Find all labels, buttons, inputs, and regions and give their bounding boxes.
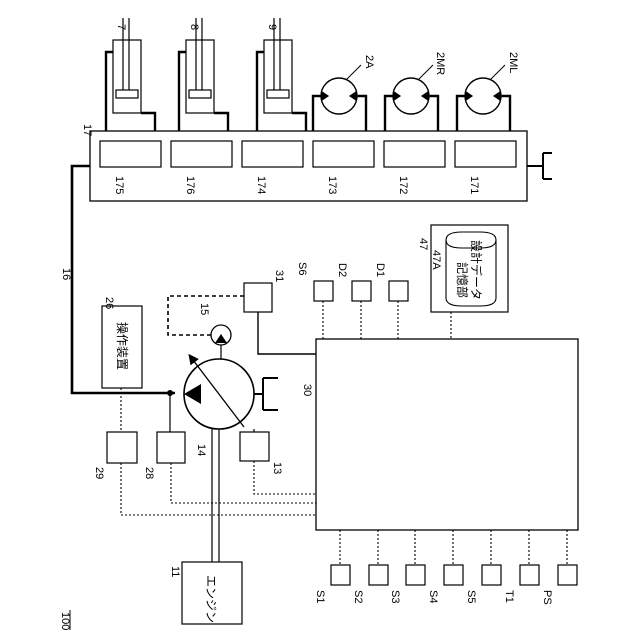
left-travel-motor (457, 65, 510, 131)
label-sensor-13: 13 (271, 462, 283, 474)
sensor-box-ps (558, 565, 577, 585)
label-cylinder-7: 7 (115, 24, 127, 30)
label-sensor-s1: S1 (314, 590, 326, 603)
label-sensor-s2: S2 (352, 590, 364, 603)
label-valve-172: 172 (397, 176, 409, 194)
sensor-box-s3 (406, 565, 425, 585)
sensor-31-box (244, 283, 272, 312)
label-sensor-d2: D2 (336, 263, 348, 277)
sensor-13-box (240, 432, 269, 461)
label-sensor-29: 29 (93, 467, 105, 479)
sensor-box-s5 (482, 565, 501, 585)
valve-171 (455, 141, 516, 167)
figure-number: 100 (59, 612, 71, 630)
sensor-box-t1 (520, 565, 539, 585)
label-valve-175: 175 (113, 176, 125, 194)
label-sensor-31: 31 (273, 270, 285, 282)
sensor-28-box (157, 432, 185, 463)
bucket-cylinder (257, 18, 306, 131)
sensor-box-s1 (331, 565, 350, 585)
label-storage-47: 47 (417, 238, 429, 250)
sensor-box-s2 (369, 565, 388, 585)
label-engine-11: 11 (169, 566, 181, 577)
label-motor-2ml: 2ML (507, 52, 519, 73)
label-cylinder-8: 8 (188, 24, 200, 30)
controller (316, 339, 578, 530)
label-sensor-t1: T1 (503, 590, 515, 603)
swing-motor (313, 65, 366, 131)
label-cylinder-9: 9 (266, 24, 278, 30)
sensor-s6-box (314, 281, 333, 301)
label-pilot-pump-15: 15 (198, 303, 210, 315)
storage-text-design-data: 設計データ (469, 240, 484, 300)
engine-text: エンジン (204, 575, 218, 623)
pilot-pump (211, 325, 231, 359)
label-operating-device-26: 26 (103, 297, 115, 309)
valve-176 (171, 141, 232, 167)
sensor-29-box (107, 432, 137, 463)
sensor-box-s4 (444, 565, 463, 585)
operating-device-text: 操作装置 (115, 322, 130, 370)
label-main-pump-14: 14 (195, 444, 207, 456)
label-sensor-s6: S6 (296, 262, 308, 275)
sensor-d2-box (352, 281, 371, 301)
label-sensor-ps: PS (541, 590, 553, 605)
label-valve-unit-17: 17 (81, 124, 93, 136)
arm-cylinder (179, 18, 228, 131)
label-sensor-s4: S4 (427, 590, 439, 603)
valve-172 (384, 141, 445, 167)
label-controller-30: 30 (301, 384, 313, 396)
label-sensor-28: 28 (143, 467, 155, 479)
label-valve-171: 171 (468, 176, 480, 194)
label-sensor-d1: D1 (374, 263, 386, 277)
boom-cylinder (106, 18, 155, 131)
label-valve-173: 173 (326, 176, 338, 194)
sensor-d1-box (389, 281, 408, 301)
valve-175 (100, 141, 161, 167)
storage-text-memory: 記憶部 (455, 262, 470, 298)
right-travel-motor (385, 65, 438, 131)
label-motor-2a: 2A (363, 55, 375, 69)
label-valve-174: 174 (255, 176, 267, 194)
label-motor-2mr: 2MR (434, 52, 446, 75)
label-sensor-s5: S5 (465, 590, 477, 603)
label-valve-176: 176 (184, 176, 196, 194)
valve-173 (313, 141, 374, 167)
label-sensor-s3: S3 (389, 590, 401, 603)
valve-174 (242, 141, 303, 167)
label-storage-47a: 47A (430, 250, 442, 270)
label-line-16: 16 (60, 268, 72, 280)
